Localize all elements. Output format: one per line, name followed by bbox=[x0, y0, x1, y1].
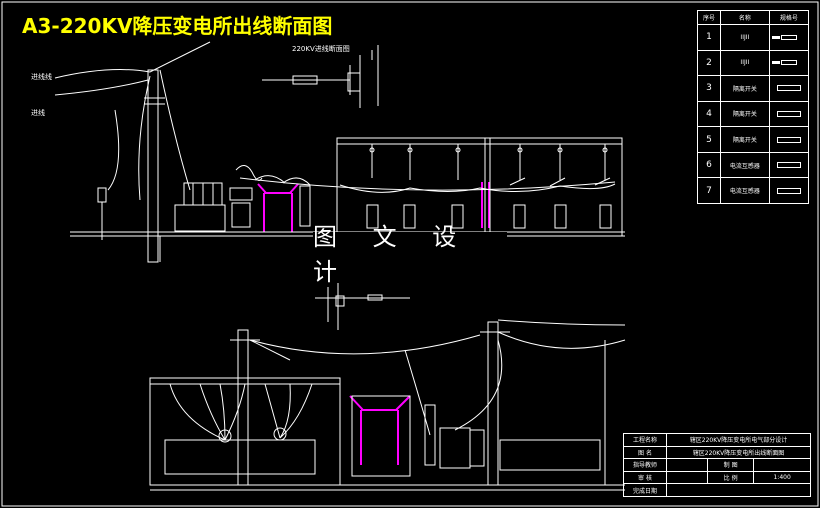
incoming-conductor-2 bbox=[54, 79, 149, 96]
drafter-label: 制 图 bbox=[706, 458, 755, 472]
drafter-value bbox=[753, 458, 811, 472]
legend-name: IIJII bbox=[720, 49, 770, 77]
incoming-conductor bbox=[54, 41, 211, 79]
legend-symbol bbox=[768, 177, 810, 204]
drawing-name-value: 辖区220KV降压变电所出线断面图 bbox=[666, 445, 811, 460]
legend-num: 7 bbox=[697, 177, 721, 204]
legend-name: 隔离开关 bbox=[720, 75, 770, 102]
legend-header-name: 名称 bbox=[720, 10, 770, 25]
drawing-title: A3-220KV降压变电所出线断面图 bbox=[22, 14, 333, 38]
legend-row: 5 隔离开关 bbox=[697, 126, 810, 153]
scale-value: 1:400 bbox=[753, 470, 811, 485]
legend-name: 隔离开关 bbox=[720, 100, 770, 128]
legend-row: 4 隔离开关 bbox=[697, 100, 810, 128]
legend-name: 电流互感器 bbox=[720, 177, 770, 204]
date-value bbox=[666, 483, 811, 497]
drop-conductor-3 bbox=[107, 109, 120, 191]
legend-name: 隔离开关 bbox=[720, 126, 770, 153]
date-label: 完成日期 bbox=[623, 483, 667, 497]
section-subtitle: 220KV进线断面图 bbox=[292, 45, 350, 53]
drop-conductor-2 bbox=[159, 69, 191, 191]
legend-row: 1 IIJII bbox=[697, 24, 810, 51]
disconnect-switch-highlight-lower bbox=[349, 395, 411, 465]
switch-symbol-icon bbox=[776, 136, 801, 143]
legend-num: 5 bbox=[697, 126, 721, 153]
watermark-stamp: 图 文 设 计 bbox=[313, 223, 507, 286]
incoming-line-label: 进线线 bbox=[31, 73, 52, 81]
legend-table: 序号 名称 规格号 1 IIJII 2 IIJII 3 隔离开关 4 隔离开关 … bbox=[697, 10, 810, 204]
advisor-label: 指导教师 bbox=[623, 458, 667, 472]
legend-row: 3 隔离开关 bbox=[697, 75, 810, 102]
legend-num: 1 bbox=[697, 24, 721, 51]
bus-symbol-icon bbox=[771, 34, 797, 40]
legend-row: 2 IIJII bbox=[697, 49, 810, 77]
checker-label: 审 核 bbox=[623, 470, 667, 485]
gantry-tower bbox=[147, 69, 159, 263]
legend-num: 6 bbox=[697, 151, 721, 179]
drop-conductor bbox=[138, 75, 151, 201]
legend-num: 2 bbox=[697, 49, 721, 77]
legend-symbol bbox=[768, 49, 810, 77]
legend-header-num: 序号 bbox=[697, 10, 721, 25]
title-block: 工程名称 辖区220KV降压变电所电气部分设计 图 名 辖区220KV降压变电所… bbox=[623, 433, 811, 497]
drawing-name-label: 图 名 bbox=[623, 445, 667, 460]
legend-symbol bbox=[768, 75, 810, 102]
legend-header-spec: 规格号 bbox=[768, 10, 810, 25]
scale-label: 比 例 bbox=[706, 470, 755, 485]
legend-num: 3 bbox=[697, 75, 721, 102]
advisor-value bbox=[666, 458, 708, 472]
project-value: 辖区220KV降压变电所电气部分设计 bbox=[666, 433, 811, 447]
legend-name: 电流互感器 bbox=[720, 151, 770, 179]
switch-symbol-icon bbox=[776, 110, 801, 117]
legend-row: 6 电流互感器 bbox=[697, 151, 810, 179]
legend-num: 4 bbox=[697, 100, 721, 128]
legend-symbol bbox=[768, 126, 810, 153]
legend-symbol bbox=[768, 151, 810, 179]
bus-symbol-icon bbox=[771, 60, 797, 66]
switch-symbol-icon bbox=[776, 85, 801, 92]
legend-symbol bbox=[768, 24, 810, 51]
legend-row: 7 电流互感器 bbox=[697, 177, 810, 204]
legend-name: IIJII bbox=[720, 24, 770, 51]
legend-symbol bbox=[768, 100, 810, 128]
project-label: 工程名称 bbox=[623, 433, 667, 447]
ct-symbol-icon bbox=[776, 162, 801, 169]
gantry-tower-lower bbox=[237, 329, 249, 486]
ct-symbol-icon bbox=[776, 187, 801, 194]
line-label: 进线 bbox=[31, 109, 45, 117]
checker-value bbox=[666, 470, 708, 485]
